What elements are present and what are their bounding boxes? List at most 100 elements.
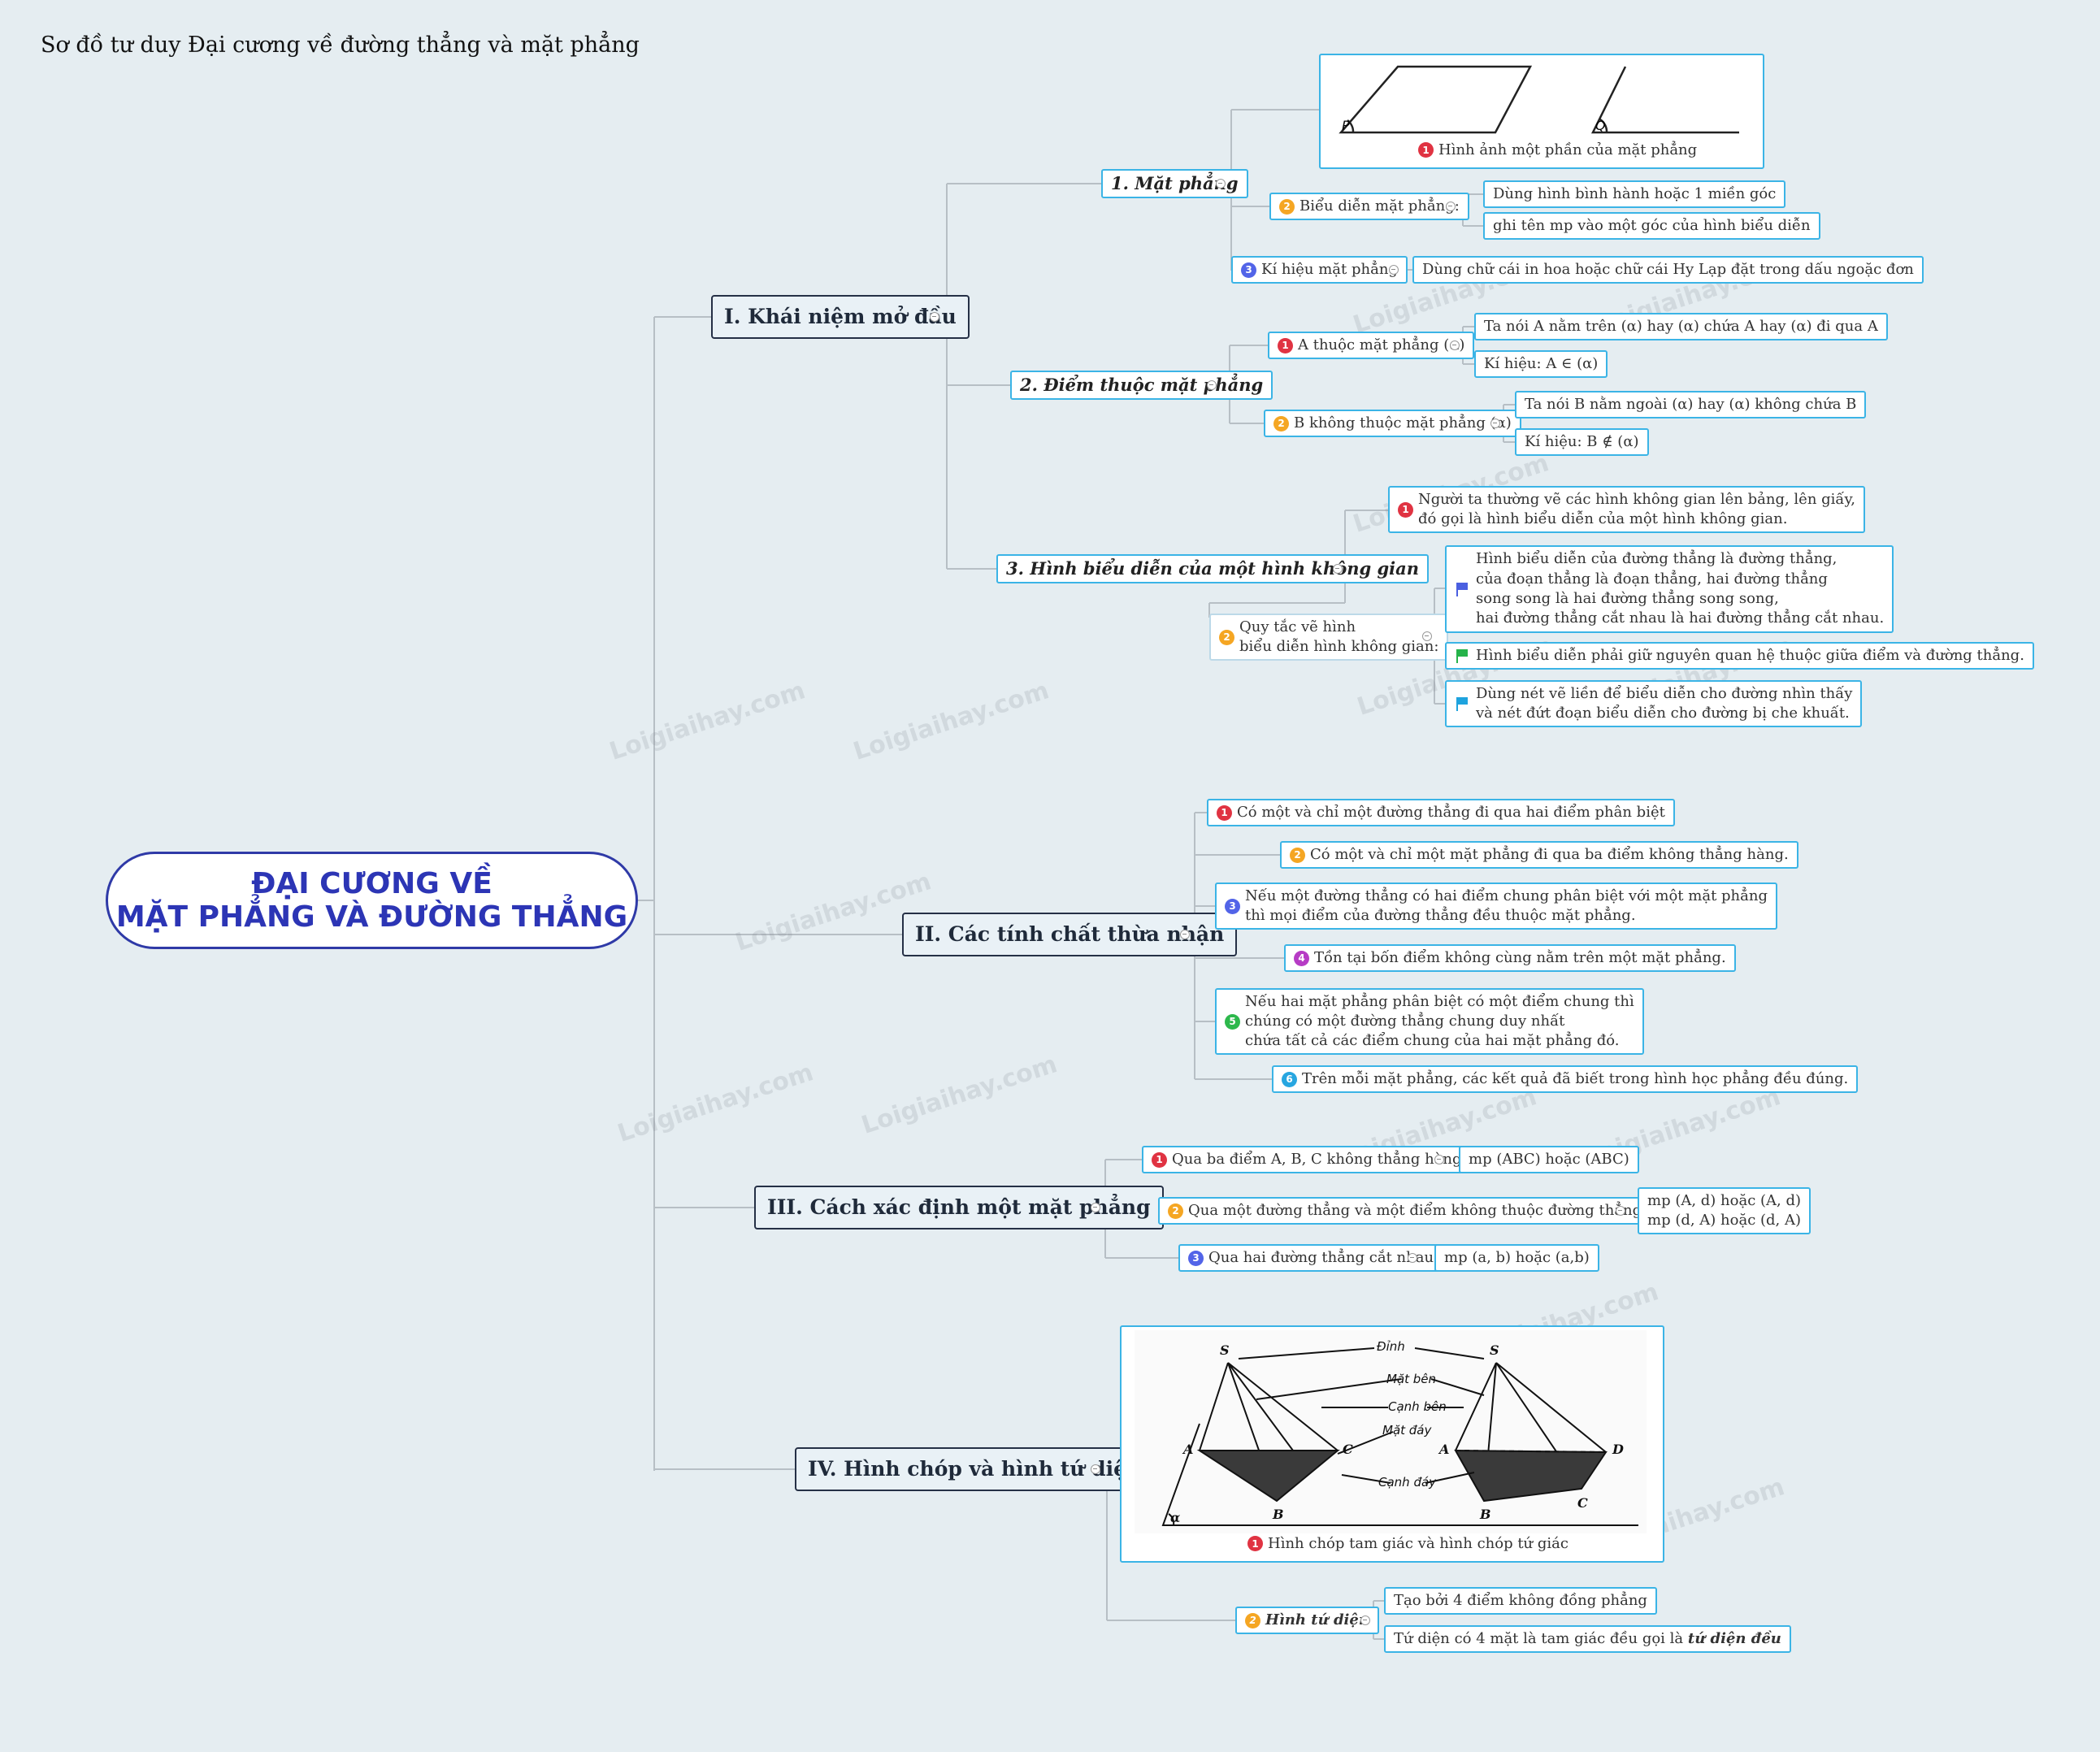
label-mat-ben: Mặt bên <box>1386 1372 1436 1386</box>
label-c2: C <box>1577 1495 1588 1511</box>
hinh-bieu-dien-node[interactable]: 3. Hình biểu diễn của một hình không gia… <box>996 554 1430 583</box>
collapse-toggle[interactable] <box>1333 564 1343 574</box>
collapse-toggle[interactable] <box>1389 265 1399 275</box>
node-text: Có một và chỉ một mặt phẳng đi qua ba đi… <box>1310 845 1789 863</box>
priority-2-icon: 2 <box>1219 629 1234 645</box>
tinh-chat-6[interactable]: 6 Trên mỗi mặt phẳng, các kết quả đã biế… <box>1272 1065 1859 1093</box>
collapse-toggle[interactable] <box>1450 340 1460 350</box>
a-thuoc-item-2[interactable]: Kí hiệu: A ∈ (α) <box>1474 350 1608 378</box>
collapse-toggle[interactable] <box>1434 1155 1444 1164</box>
bieu-dien-node[interactable]: 2 Biểu diễn mặt phẳng: <box>1269 193 1469 220</box>
priority-5-icon: 5 <box>1225 1013 1240 1030</box>
tinh-chat-1[interactable]: 1 Có một và chỉ một đường thẳng đi qua h… <box>1207 799 1675 826</box>
pyramid-image-box: Đỉnh Mặt bên Cạnh bên Mặt đáy Cạnh đáy S… <box>1120 1325 1664 1563</box>
tinh-chat-3[interactable]: 3 Nếu một đường thẳng có hai điểm chung … <box>1215 883 1777 930</box>
priority-2-icon: 2 <box>1279 198 1295 215</box>
tinh-chat-4[interactable]: 4 Tồn tại bốn điểm không cùng nằm trên m… <box>1284 944 1736 972</box>
tinh-chat-2[interactable]: 2 Có một và chỉ một mặt phẳng đi qua ba … <box>1280 841 1798 869</box>
priority-3-icon: 3 <box>1225 898 1240 914</box>
section-3-node[interactable]: III. Cách xác định một mặt phẳng <box>754 1186 1164 1229</box>
a-thuoc-item-1[interactable]: Ta nói A nằm trên (α) hay (α) chứa A hay… <box>1474 313 1888 340</box>
def-line-2: đó gọi là hình biểu diễn của một hình kh… <box>1418 510 1788 527</box>
node-text: B không thuộc mặt phẳng (α) <box>1294 414 1512 431</box>
page-caption: Sơ đồ tư duy Đại cương về đường thẳng và… <box>41 33 640 58</box>
tinh-chat-5[interactable]: 5 Nếu hai mặt phẳng phân biệt có một điể… <box>1215 988 1644 1055</box>
node-text: Qua một đường thẳng và một điểm không th… <box>1188 1201 1665 1219</box>
collapse-toggle[interactable] <box>1180 930 1190 939</box>
collapse-toggle[interactable] <box>1207 380 1217 390</box>
xac-dinh-3-value[interactable]: mp (a, b) hoặc (a,b) <box>1434 1244 1599 1272</box>
rule-3-node[interactable]: Dùng nét vẽ liền để biểu diễn cho đường … <box>1445 680 1863 727</box>
bieu-dien-item-1[interactable]: Dùng hình bình hành hoặc 1 miền góc <box>1483 180 1786 208</box>
caption-text: Hình chóp tam giác và hình chóp tứ giác <box>1268 1535 1568 1552</box>
xac-dinh-1[interactable]: 1 Qua ba điểm A, B, C không thẳng hàng <box>1142 1146 1472 1173</box>
tu-dien-item-2[interactable]: Tứ diện có 4 mặt là tam giác đều gọi là … <box>1384 1625 1791 1653</box>
bieu-dien-item-2[interactable]: ghi tên mp vào một góc của hình biểu diễ… <box>1483 212 1820 240</box>
hinh-bieu-dien-def[interactable]: 1 Người ta thường vẽ các hình không gian… <box>1388 486 1865 533</box>
node-line: chúng có một đường thẳng chung duy nhất <box>1245 1012 1565 1030</box>
collapse-toggle[interactable] <box>1616 1206 1625 1216</box>
xac-dinh-2[interactable]: 2 Qua một đường thẳng và một điểm không … <box>1158 1197 1675 1225</box>
node-text: Tồn tại bốn điểm không cùng nằm trên một… <box>1314 948 1726 966</box>
ki-hieu-mp-item[interactable]: Dùng chữ cái in hoa hoặc chữ cái Hy Lạp … <box>1412 256 1924 284</box>
pyramid-image-caption: 1 Hình chóp tam giác và hình chóp tứ giá… <box>1247 1535 1568 1552</box>
a-thuoc-node[interactable]: 1 A thuộc mặt phẳng (α) <box>1268 332 1475 359</box>
rule-1-node[interactable]: Hình biểu diễn của đường thẳng là đường … <box>1445 545 1894 633</box>
node-text: Kí hiệu mặt phẳng <box>1261 260 1398 278</box>
rule-1-line: song song là hai đường thẳng song song, <box>1476 590 1779 607</box>
priority-1-icon: 1 <box>1418 142 1434 158</box>
caption-text: Hình ảnh một phần của mặt phẳng <box>1438 141 1698 158</box>
label-d2: D <box>1612 1442 1624 1457</box>
xac-dinh-2-value[interactable]: mp (A, d) hoặc (A, d)mp (d, A) hoặc (d, … <box>1638 1187 1811 1234</box>
node-text: Biểu diễn mặt phẳng: <box>1299 197 1460 215</box>
node-line: thì mọi điểm của đường thẳng đều thuộc m… <box>1245 907 1636 924</box>
label-b2: B <box>1479 1507 1491 1522</box>
rule-2-node[interactable]: Hình biểu diễn phải giữ nguyên quan hệ t… <box>1445 642 2034 670</box>
collapse-toggle[interactable] <box>1408 1253 1417 1263</box>
node-text: A thuộc mặt phẳng (α) <box>1298 336 1465 353</box>
quy-tac-line-1: Quy tắc vẽ hình <box>1239 618 1356 635</box>
b-khong-item-1[interactable]: Ta nói B nằm ngoài (α) hay (α) không chứ… <box>1515 391 1867 418</box>
pyramid-figure: Đỉnh Mặt bên Cạnh bên Mặt đáy Cạnh đáy S… <box>1135 1330 1647 1533</box>
tu-dien-item-1[interactable]: Tạo bởi 4 điểm không đồng phẳng <box>1384 1587 1657 1615</box>
collapse-toggle[interactable] <box>1446 202 1456 211</box>
plane-figure: P Q <box>1339 65 1739 134</box>
collapse-toggle[interactable] <box>1216 179 1226 189</box>
priority-2-icon: 2 <box>1290 847 1305 863</box>
b-khong-item-2[interactable]: Kí hiệu: B ∉ (α) <box>1515 428 1649 456</box>
section-1-node[interactable]: I. Khái niệm mở đầu <box>711 295 970 339</box>
root-node[interactable]: ĐẠI CƯƠNG VỀ MẶT PHẲNG VÀ ĐƯỜNG THẲNG <box>106 852 638 949</box>
mat-phang-node[interactable]: 1. Mặt phẳng <box>1101 169 1248 198</box>
node-text: Hình biểu diễn phải giữ nguyên quan hệ t… <box>1476 646 2024 664</box>
priority-3-icon: 3 <box>1188 1250 1204 1266</box>
ki-hieu-mp-node[interactable]: 3 Kí hiệu mặt phẳng <box>1231 256 1408 284</box>
priority-2-icon: 2 <box>1168 1203 1183 1219</box>
tu-dien-node[interactable]: 2 Hình tứ diện <box>1235 1607 1379 1634</box>
label-mat-day: Mặt đáy <box>1382 1423 1432 1438</box>
collapse-toggle[interactable] <box>1422 631 1432 641</box>
collapse-toggle[interactable] <box>930 312 939 322</box>
node-text: Qua hai đường thẳng cắt nhau <box>1208 1248 1434 1266</box>
plane-label-p: P <box>1342 118 1350 133</box>
priority-2-icon: 2 <box>1273 415 1289 431</box>
diem-thuoc-node[interactable]: 2. Điểm thuộc mặt phẳng <box>1010 371 1273 400</box>
collapse-toggle[interactable] <box>1490 418 1500 428</box>
priority-1-icon: 1 <box>1152 1151 1167 1168</box>
green-flag-icon <box>1455 648 1469 663</box>
xac-dinh-3[interactable]: 3 Qua hai đường thẳng cắt nhau <box>1178 1244 1444 1272</box>
collapse-toggle[interactable] <box>1360 1615 1370 1625</box>
section-4-node[interactable]: IV. Hình chóp và hình tứ diện <box>795 1447 1155 1491</box>
collapse-toggle[interactable] <box>1091 1464 1100 1474</box>
priority-4-icon: 4 <box>1294 950 1309 966</box>
node-text: Qua ba điểm A, B, C không thẳng hàng <box>1172 1150 1462 1168</box>
node-line: Nếu hai mặt phẳng phân biệt có một điểm … <box>1245 992 1634 1010</box>
label-canh-day: Cạnh đáy <box>1378 1475 1437 1490</box>
b-khong-thuoc-node[interactable]: 2 B không thuộc mặt phẳng (α) <box>1264 410 1521 437</box>
def-line-1: Người ta thường vẽ các hình không gian l… <box>1418 490 1855 508</box>
node-text: Hình tứ diện <box>1265 1611 1369 1628</box>
priority-1-icon: 1 <box>1278 337 1293 353</box>
collapse-toggle[interactable] <box>1091 1203 1100 1212</box>
node-line: chứa tất cả các điểm chung của hai mặt p… <box>1245 1032 1620 1050</box>
xac-dinh-1-value[interactable]: mp (ABC) hoặc (ABC) <box>1459 1146 1639 1173</box>
